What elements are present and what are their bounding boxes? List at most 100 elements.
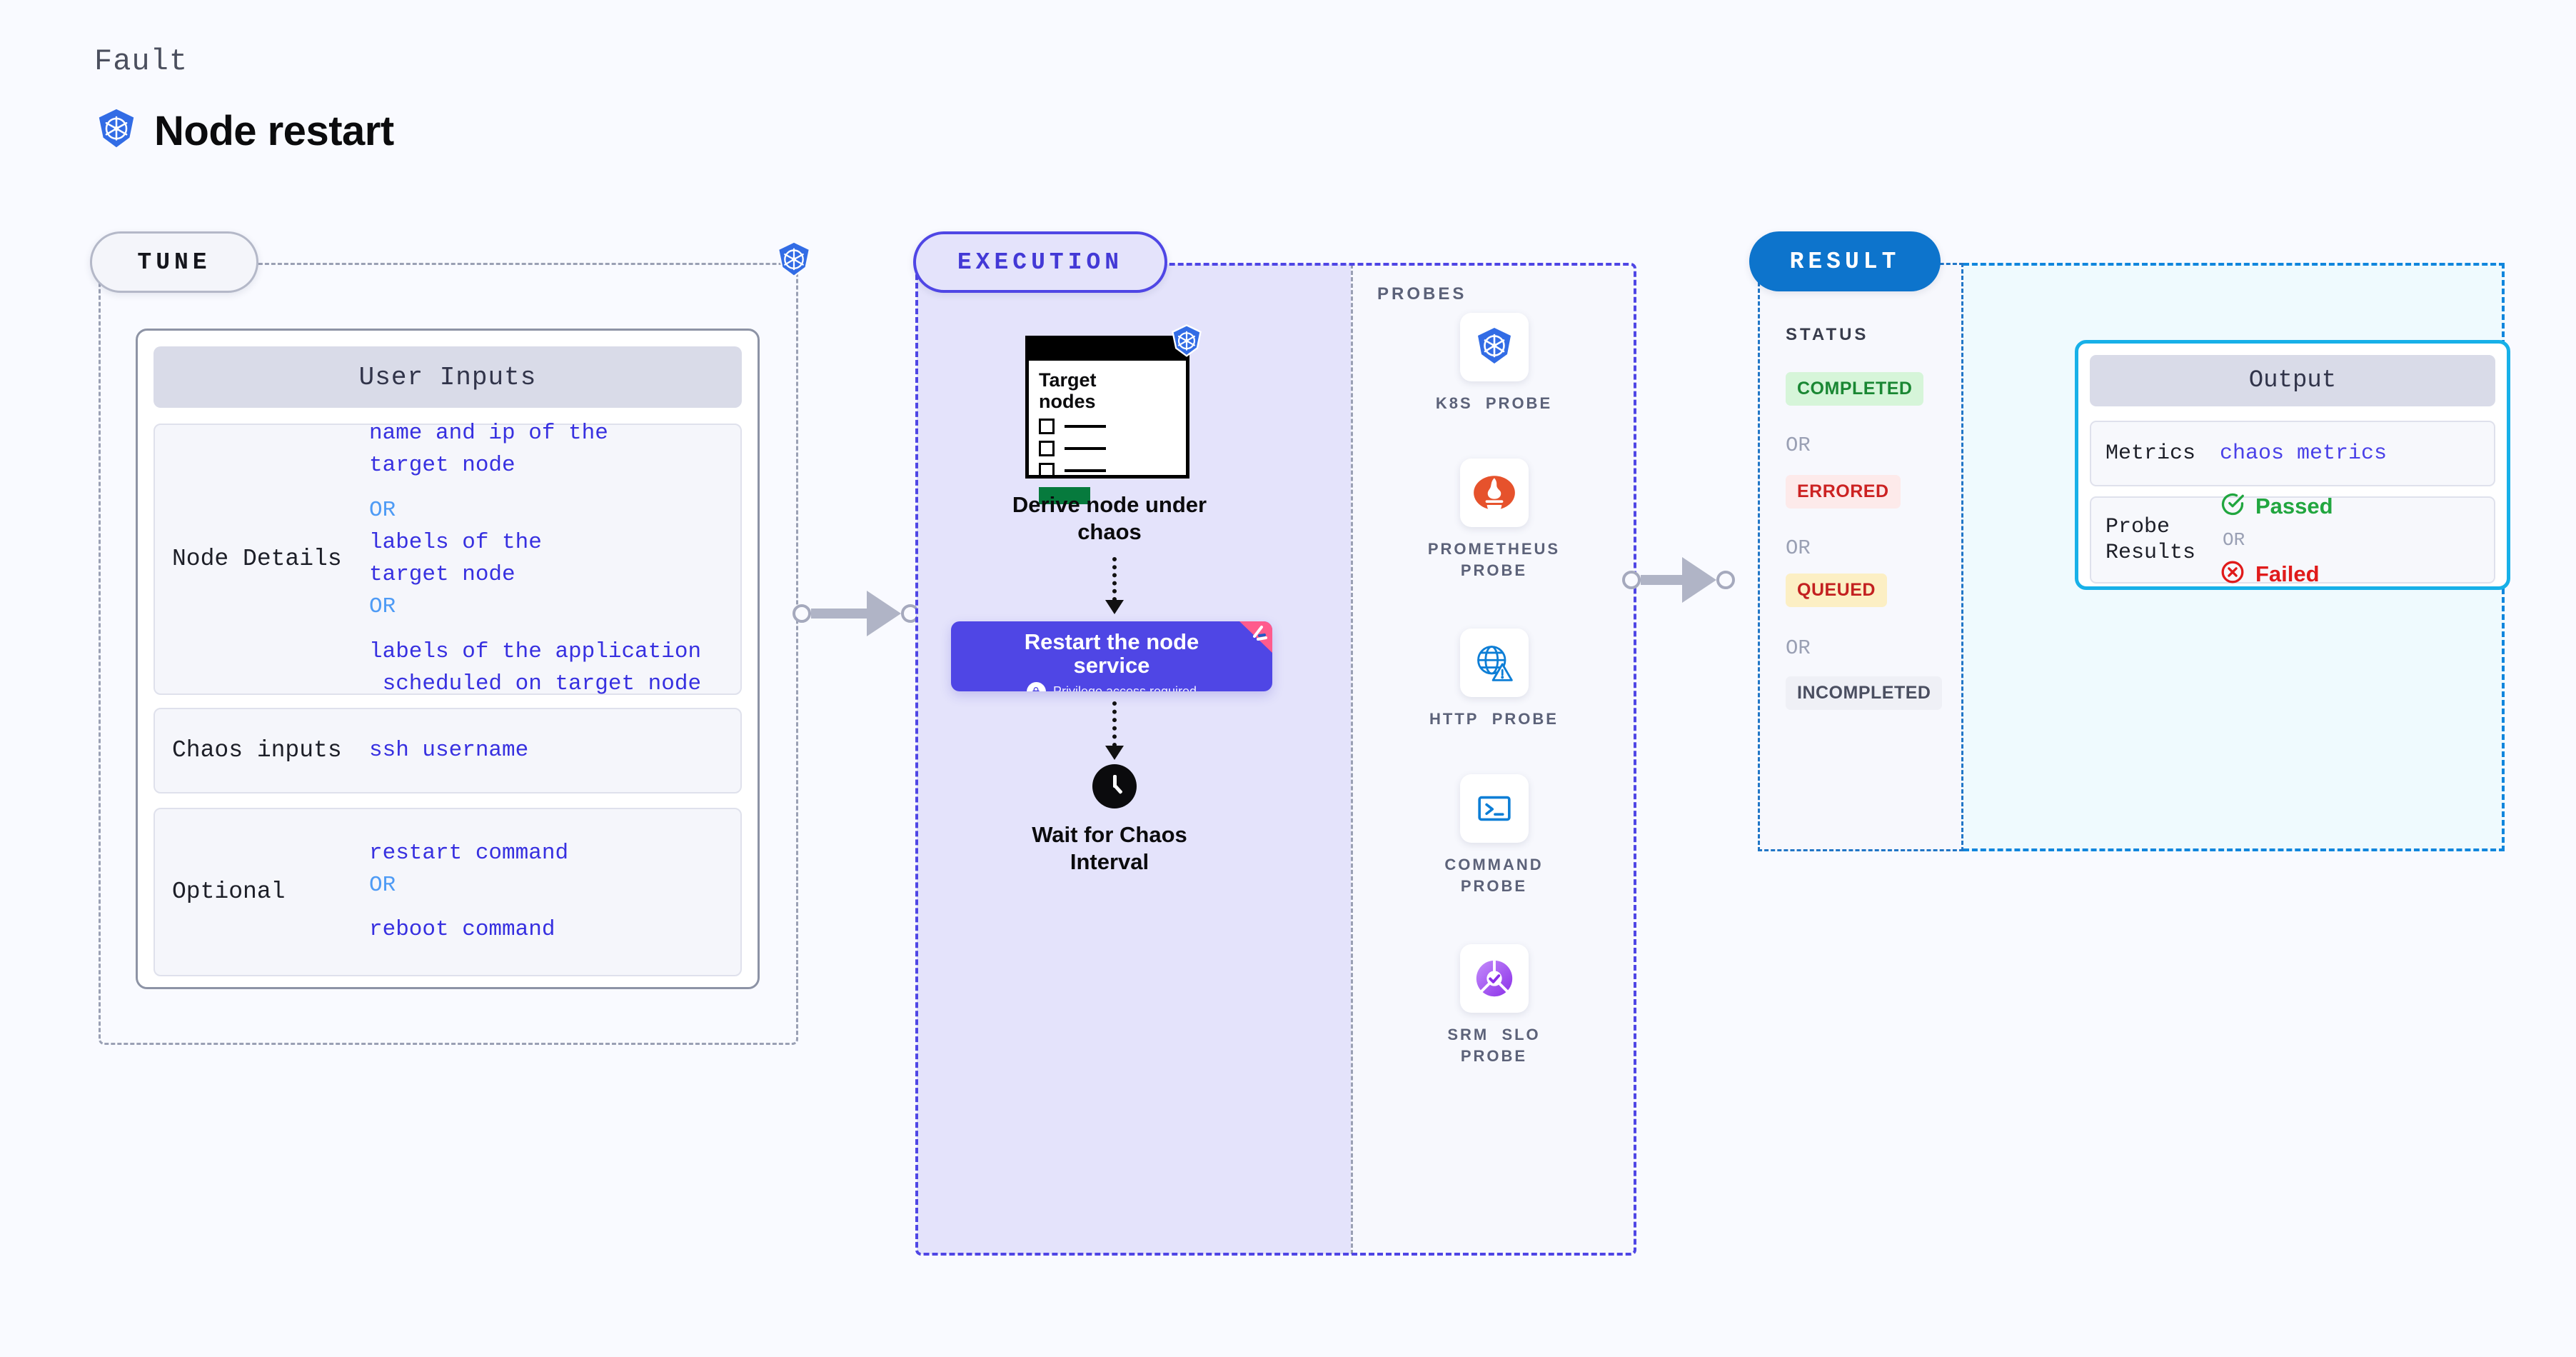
result-status-column: STATUS COMPLETED OR ERRORED OR QUEUED OR…: [1758, 263, 1963, 851]
connector-start-dot: [1622, 571, 1641, 589]
execution-panel-border: [915, 263, 1636, 1256]
list-item: [1039, 463, 1186, 479]
execution-pill-label: EXECUTION: [913, 231, 1167, 293]
row-values: restart command OR reboot command: [369, 838, 568, 947]
kubernetes-icon: [774, 240, 814, 284]
row-label: Optional: [172, 878, 286, 905]
placeholder-line: [1065, 469, 1106, 473]
tune-pill-label: TUNE: [90, 231, 258, 293]
row-value: restart command: [369, 840, 569, 866]
or-separator: OR: [369, 594, 396, 619]
probe-k8s[interactable]: K8S PROBE: [1353, 313, 1635, 414]
placeholder-line: [1065, 425, 1106, 429]
connector-line: [811, 609, 867, 619]
result-panel: STATUS COMPLETED OR ERRORED OR QUEUED OR…: [1749, 231, 2510, 851]
user-inputs-card: User Inputs Node Details name and ip of …: [136, 329, 760, 989]
connector-arrowhead: [867, 591, 901, 636]
srm-slo-donut-icon: [1459, 944, 1529, 1013]
connector-line: [1641, 575, 1682, 585]
http-globe-warning-icon: [1459, 629, 1529, 697]
output-title: Output: [2090, 355, 2495, 406]
or-separator: OR: [1786, 636, 1811, 660]
or-separator: OR: [369, 872, 396, 898]
clock-icon: [1092, 764, 1137, 808]
passed-label: Passed: [2255, 493, 2333, 519]
list-item: [1039, 419, 1186, 435]
user-inputs-title: User Inputs: [154, 346, 742, 408]
placeholder-line: [1065, 447, 1106, 451]
kubernetes-icon: [1169, 324, 1204, 363]
status-badge-incompleted: INCOMPLETED: [1786, 676, 1943, 710]
lock-icon: [1026, 681, 1046, 691]
probes-title: PROBES: [1377, 284, 1467, 304]
flow-arrow: [1105, 701, 1124, 760]
table-row: Optional restart command OR reboot comma…: [154, 808, 742, 976]
table-row: Metrics chaos metrics: [2090, 421, 2495, 486]
failed-label: Failed: [2255, 561, 2320, 586]
connector-execution-to-result: [1622, 557, 1735, 603]
status-badge-queued: QUEUED: [1786, 574, 1887, 607]
window-titlebar: [1029, 339, 1186, 361]
fault-label: Fault: [94, 44, 188, 79]
flow-arrow: [1105, 557, 1124, 614]
connector-arrowhead: [1682, 557, 1716, 603]
connector-tune-to-execution: [793, 591, 920, 636]
or-separator: OR: [1786, 434, 1811, 457]
checkbox-icon: [1039, 463, 1055, 479]
tune-panel-border: [99, 263, 798, 1045]
or-separator: OR: [1786, 536, 1811, 560]
page-header: Fault Node restart: [94, 44, 394, 155]
row-value: chaos metrics: [2220, 441, 2388, 466]
row-label: Metrics: [2105, 441, 2196, 466]
probes-column: PROBES K8S PROBE: [1351, 264, 1635, 1254]
probe-label: K8S PROBE: [1435, 394, 1553, 412]
row-label: Chaos inputs: [172, 736, 342, 763]
probe-result-passed: Passed: [2220, 491, 2333, 521]
page-title: Node restart: [154, 108, 394, 154]
status-badge-errored: ERRORED: [1786, 475, 1901, 509]
status-title: STATUS: [1786, 325, 1869, 344]
probe-http[interactable]: HTTP PROBE: [1353, 629, 1635, 730]
result-pill-label: RESULT: [1749, 231, 1941, 291]
or-separator: OR: [2223, 529, 2245, 551]
probe-result-failed: Failed: [2220, 559, 2333, 589]
or-separator: OR: [369, 498, 396, 524]
list-item: [1039, 441, 1186, 457]
tune-panel: TUNE User Inputs Node Details name and i…: [90, 231, 811, 1045]
x-circle-icon: [2220, 559, 2245, 589]
connector-end-dot: [1716, 571, 1735, 589]
title-row: Node restart: [94, 107, 394, 155]
probe-label: HTTP PROBE: [1429, 710, 1559, 728]
probe-results-values: Passed OR Failed: [2220, 491, 2333, 589]
table-row: Chaos inputs ssh username: [154, 708, 742, 793]
row-value: reboot command: [369, 917, 555, 943]
row-value: ssh username: [369, 737, 529, 763]
row-value: labels of the application scheduled on t…: [369, 639, 702, 696]
check-circle-icon: [2220, 491, 2245, 521]
prometheus-icon: [1459, 459, 1529, 527]
kubernetes-icon: [94, 107, 139, 155]
harness-ribbon-icon: [1229, 621, 1272, 665]
status-badge-completed: COMPLETED: [1786, 372, 1924, 406]
status-bar: [1039, 487, 1090, 505]
